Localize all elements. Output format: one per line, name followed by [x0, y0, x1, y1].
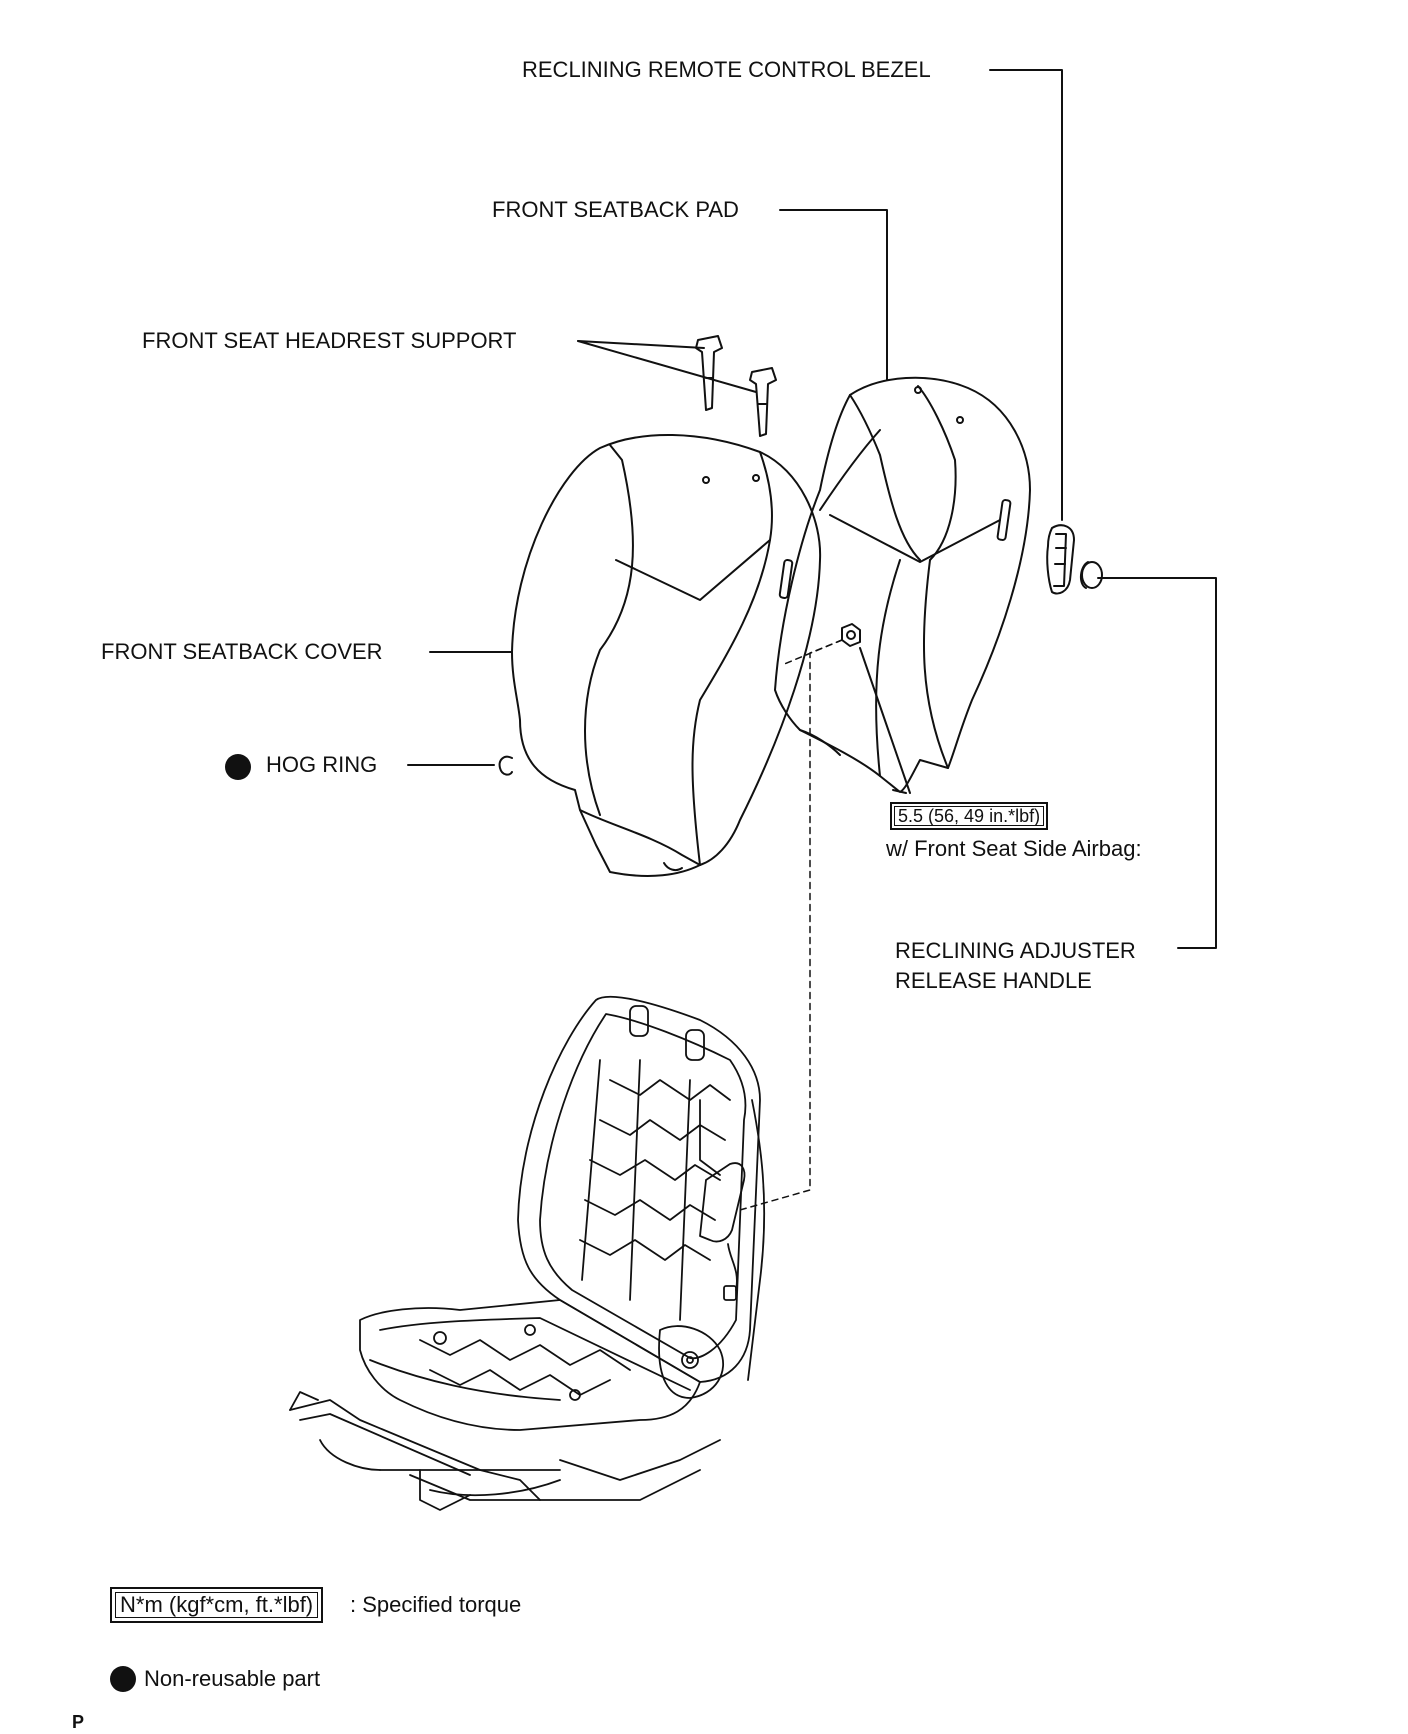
reclining-adjuster-release-handle [1080, 561, 1103, 589]
label-reclining-adjuster-line2: RELEASE HANDLE [895, 968, 1092, 993]
label-front-seat-headrest-support: FRONT SEAT HEADREST SUPPORT [142, 328, 517, 353]
label-reclining-remote-control-bezel: RECLINING REMOTE CONTROL BEZEL [522, 57, 931, 82]
corner-mark: P [72, 1712, 85, 1732]
legend-torque-unit-box: N*m (kgf*cm, ft.*lbf) [110, 1587, 324, 1623]
leader-lines [407, 69, 1217, 949]
legend-torque-description: : Specified torque [350, 1592, 522, 1617]
alignment-dashed-lines [739, 639, 843, 1211]
reclining-remote-control-bezel [1046, 524, 1075, 595]
label-front-seatback-cover: FRONT SEATBACK COVER [101, 639, 383, 664]
label-reclining-adjuster-line1: RECLINING ADJUSTER [895, 938, 1136, 963]
torque-box-leader [892, 789, 907, 794]
torque-value: 5.5 (56, 49 in.*lbf) [898, 806, 1041, 826]
label-hog-ring: HOG RING [266, 752, 378, 777]
hog-ring [498, 755, 513, 776]
front-seatback-cover [511, 433, 822, 877]
legend-torque-unit: N*m (kgf*cm, ft.*lbf) [120, 1592, 314, 1617]
legend-non-reusable-description: Non-reusable part [144, 1666, 321, 1691]
headrest-support-right [749, 367, 777, 437]
label-airbag-note: w/ Front Seat Side Airbag: [886, 836, 1142, 861]
front-seatback-pad [774, 376, 1031, 793]
seat-frame [289, 995, 766, 1511]
headrest-support-left [695, 335, 723, 411]
non-reusable-mark-icon [225, 754, 251, 780]
torque-value-box: 5.5 (56, 49 in.*lbf) [890, 802, 1049, 830]
label-front-seatback-pad: FRONT SEATBACK PAD [492, 197, 739, 222]
legend-non-reusable-icon [110, 1666, 136, 1692]
